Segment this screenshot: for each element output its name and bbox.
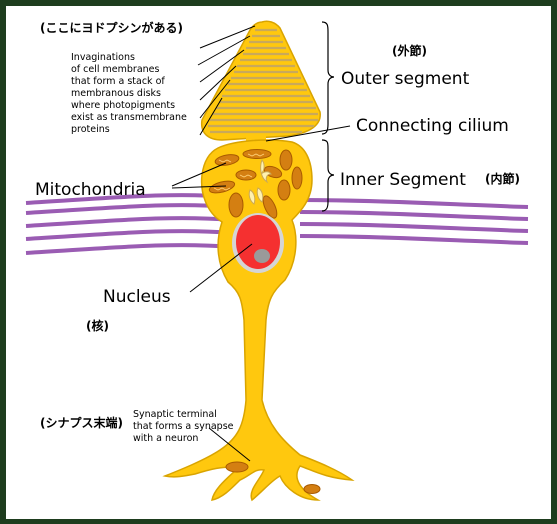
invagination-line-5: where photopigments [71, 100, 175, 111]
golgi-shapes [248, 158, 272, 205]
invagination-line-2: of cell membranes [71, 64, 160, 75]
nucleolus [254, 249, 270, 263]
synaptic-mitochondria [225, 461, 321, 494]
synaptic-line-2: that forms a synapse [133, 421, 234, 432]
segment-braces [321, 21, 335, 212]
cell-body [162, 139, 355, 502]
invagination-line-3: that form a stack of [71, 76, 165, 87]
invagination-line-1: Invaginations [71, 52, 135, 63]
outer-segment-cone [200, 20, 321, 141]
mitochondria-group [208, 149, 303, 219]
invagination-line-7: proteins [71, 124, 110, 135]
synaptic-line-1: Synaptic terminal [133, 409, 217, 420]
cell-membrane-lines [25, 193, 529, 255]
synapse-jp-label: (シナプス末端) [40, 415, 123, 430]
outer-segment-jp-label: (外節) [392, 43, 427, 58]
synaptic-line-3: with a neuron [133, 433, 198, 444]
inner-segment-label: Inner Segment [340, 170, 466, 190]
connecting-cilium-label: Connecting cilium [356, 116, 509, 136]
invagination-line-4: membranous disks [71, 88, 161, 99]
nucleus [232, 213, 284, 273]
invagination-caption: Invaginations of cell membranes that for… [71, 52, 187, 135]
nucleus-jp-label: (核) [86, 318, 109, 333]
invagination-line-6: exist as transmembrane [71, 112, 187, 123]
nucleus-label: Nucleus [103, 287, 171, 307]
inner-segment-jp-label: (内節) [485, 171, 520, 186]
opsin-note-label: (ここにヨドプシンがある) [40, 20, 183, 35]
pointer-lines [171, 25, 351, 462]
outer-segment-label: Outer segment [341, 69, 470, 89]
synaptic-caption: Synaptic terminal that forms a synapse w… [133, 409, 234, 444]
mitochondria-label: Mitochondria [35, 180, 146, 200]
mitochondria-cristae [213, 153, 265, 191]
